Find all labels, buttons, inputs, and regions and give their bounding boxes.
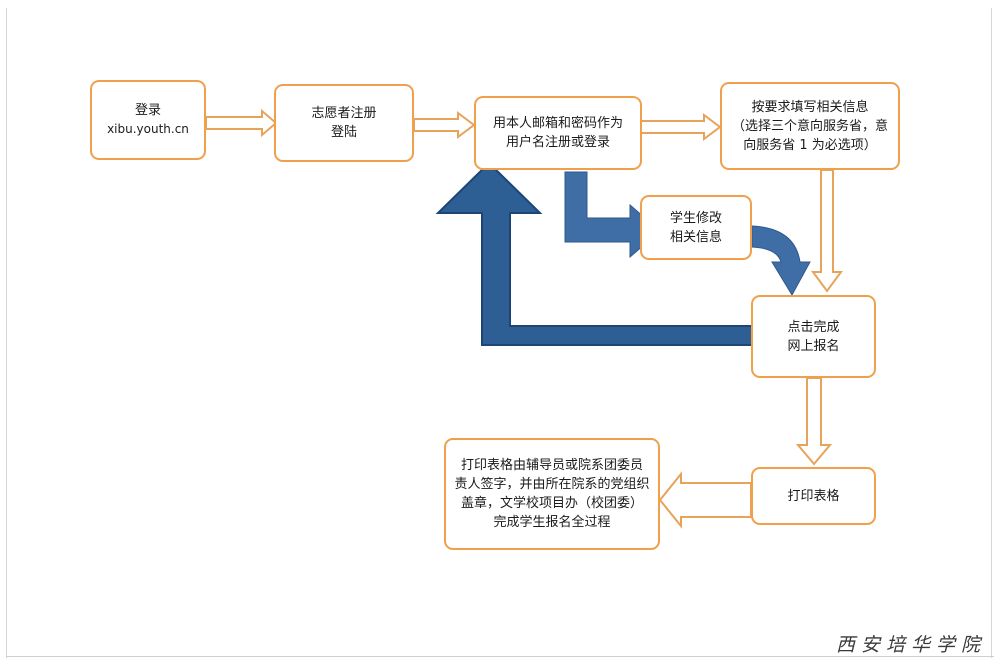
node-login-line1: 登录 bbox=[134, 103, 161, 118]
node-final-line4: 完成学生报名全过程 bbox=[493, 515, 611, 530]
node-modify-line1: 学生修改 bbox=[669, 210, 722, 226]
node-email-line1: 用本人邮箱和密码作为 bbox=[492, 116, 623, 131]
arrow-email-to-fill bbox=[640, 113, 722, 141]
node-final-line1: 打印表格由辅导员或院系团委员 bbox=[460, 458, 643, 473]
node-register-line2: 登陆 bbox=[330, 125, 357, 140]
node-email: 用本人邮箱和密码作为 用户名注册或登录 bbox=[474, 96, 642, 170]
node-modify: 学生修改 相关信息 bbox=[640, 195, 752, 260]
node-submit-line2: 网上报名 bbox=[787, 338, 840, 354]
arrow-print-to-final bbox=[658, 471, 752, 529]
node-modify-line2: 相关信息 bbox=[669, 229, 722, 245]
node-register-line1: 志愿者注册 bbox=[311, 106, 377, 121]
node-print-line1: 打印表格 bbox=[787, 488, 840, 504]
watermark-school-name: 西安培华学院 bbox=[836, 634, 987, 656]
node-final-line2: 责人签字，并由所在院系的党组织 bbox=[454, 477, 650, 492]
node-submit-line1: 点击完成 bbox=[787, 319, 840, 335]
node-submit: 点击完成 网上报名 bbox=[751, 295, 876, 378]
node-final: 打印表格由辅导员或院系团委员 责人签字，并由所在院系的党组织 盖章，文学校项目办… bbox=[444, 438, 660, 550]
node-register: 志愿者注册 登陆 bbox=[274, 84, 414, 162]
node-fill: 按要求填写相关信息 （选择三个意向服务省，意 向服务省 1 为必选项） bbox=[720, 82, 900, 170]
arrow-fill-to-submit bbox=[811, 169, 843, 293]
node-fill-line3: 向服务省 1 为必选项） bbox=[743, 137, 877, 153]
arrow-register-to-email bbox=[413, 111, 476, 139]
arrow-login-to-register bbox=[205, 108, 278, 138]
page-frame bbox=[6, 8, 992, 658]
arrow-submit-to-email bbox=[435, 161, 753, 346]
node-login-line2: xibu.youth.cn bbox=[107, 122, 189, 136]
node-fill-line2: （选择三个意向服务省，意 bbox=[731, 118, 888, 134]
node-print: 打印表格 bbox=[751, 467, 876, 525]
node-fill-line1: 按要求填写相关信息 bbox=[751, 99, 869, 115]
node-email-line2: 用户名注册或登录 bbox=[505, 135, 610, 150]
arrow-modify-to-submit bbox=[751, 225, 811, 297]
node-login: 登录 xibu.youth.cn bbox=[90, 80, 206, 160]
node-final-line3: 盖章，文学校项目办（校团委） bbox=[460, 496, 643, 511]
bottom-divider bbox=[6, 656, 994, 657]
arrow-submit-to-print bbox=[795, 377, 833, 466]
